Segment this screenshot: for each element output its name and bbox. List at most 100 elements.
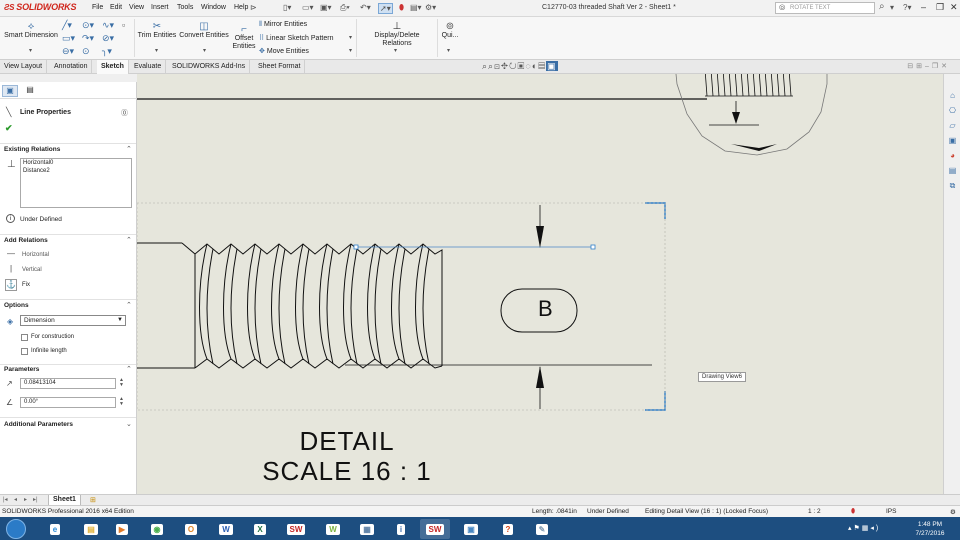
- pattern-dropdown-icon[interactable]: ▾: [349, 35, 353, 41]
- view-window-controls[interactable]: ⊟⊞–❐✕: [907, 62, 950, 70]
- taskbar-app-button[interactable]: W: [211, 519, 241, 539]
- ok-check-icon[interactable]: ✔: [5, 123, 13, 133]
- add-relation-horizontal[interactable]: Horizontal: [22, 252, 50, 258]
- polygon-icon[interactable]: ⊘▾: [102, 33, 115, 43]
- taskbar-app-button[interactable]: ▦: [352, 519, 382, 539]
- tab-solidworks-add-ins[interactable]: SOLIDWORKS Add-Ins: [168, 60, 251, 74]
- taskbar-app-button[interactable]: ✎: [527, 519, 557, 539]
- system-clock[interactable]: 1:48 PM 7/27/2016: [906, 520, 954, 538]
- relation-item[interactable]: Distance2: [23, 168, 50, 174]
- relation-item[interactable]: Horizontal0: [23, 160, 54, 166]
- taskbar-app-button[interactable]: ?: [493, 519, 523, 539]
- parameters-header[interactable]: Parameters: [4, 366, 40, 373]
- view-restore-icon[interactable]: ❐: [931, 63, 942, 70]
- taskbar-app-button[interactable]: ▤: [76, 519, 106, 539]
- view-palette-icon[interactable]: ▣: [948, 136, 957, 145]
- convert-entities-button[interactable]: ◫ Convert Entities: [179, 21, 229, 40]
- existing-relations-list[interactable]: Horizontal0 Distance2: [20, 158, 132, 208]
- taskbar-app-button[interactable]: X: [245, 519, 275, 539]
- menu-view[interactable]: View: [129, 4, 145, 11]
- search-icon[interactable]: ⌕: [879, 1, 885, 12]
- rotate-icon[interactable]: ↻: [508, 61, 518, 71]
- zoom-area-icon[interactable]: ⌕: [488, 61, 495, 71]
- options-dimension-select[interactable]: Dimension▼: [20, 315, 126, 326]
- for-construction-checkbox[interactable]: [21, 334, 28, 341]
- menu-file[interactable]: File: [92, 4, 104, 11]
- add-relation-fix[interactable]: Fix: [22, 282, 30, 288]
- file-explorer-icon[interactable]: ▱: [949, 121, 956, 130]
- appearance-icon[interactable]: ◐: [531, 61, 539, 71]
- help-icon[interactable]: ?▾: [903, 3, 912, 12]
- options-header[interactable]: Options: [4, 302, 29, 309]
- view-tile-icon[interactable]: ⊟: [907, 63, 917, 70]
- menu-insert[interactable]: Insert: [151, 4, 169, 11]
- rebuild-status-icon[interactable]: ⬮: [851, 508, 856, 515]
- pin-icon[interactable]: ⊳: [250, 3, 257, 12]
- view-minimize-icon[interactable]: –: [924, 63, 932, 70]
- tab-annotation[interactable]: Annotation: [50, 60, 93, 74]
- view-split-icon[interactable]: ⊞: [916, 63, 925, 70]
- taskbar-app-button[interactable]: ◉: [142, 519, 172, 539]
- windows-start-icon[interactable]: [6, 519, 26, 539]
- infinite-length-checkbox[interactable]: [21, 348, 28, 355]
- feature-manager-tab-icon[interactable]: ▤: [26, 85, 34, 94]
- file-properties-icon[interactable]: ▤▾: [410, 3, 422, 12]
- pan-icon[interactable]: ✥: [500, 61, 509, 71]
- point-icon[interactable]: ▫: [122, 20, 126, 30]
- tab-evaluate[interactable]: Evaluate: [130, 60, 167, 74]
- hide-show-icon[interactable]: ◌: [525, 61, 532, 71]
- close-button[interactable]: ✕: [950, 2, 958, 12]
- new-document-icon[interactable]: ▯▾: [283, 3, 292, 12]
- quick-snaps-dropdown-icon[interactable]: ▾: [447, 48, 451, 54]
- chevron-down-icon[interactable]: ⌄: [126, 421, 132, 428]
- menu-tools[interactable]: Tools: [177, 4, 194, 11]
- flag-icon[interactable]: ⚑: [853, 525, 862, 532]
- taskbar-app-button[interactable]: ▣: [456, 519, 486, 539]
- offset-entities-button[interactable]: ⌐ Offset Entities: [231, 24, 257, 51]
- search-input[interactable]: ⦾ROTATE TEXT: [775, 2, 875, 14]
- taskbar-app-button[interactable]: SW: [281, 519, 311, 539]
- smart-dimension-button[interactable]: ⟡ Smart Dimension: [3, 21, 59, 40]
- taskbar-app-button[interactable]: SW: [420, 519, 450, 539]
- for-construction-label[interactable]: For construction: [31, 334, 75, 340]
- horizontal-relation-icon[interactable]: —: [7, 249, 15, 258]
- chevron-up-icon[interactable]: ⌃: [126, 237, 132, 244]
- customize-status-icon[interactable]: ⚙: [950, 509, 956, 516]
- rectangle-icon[interactable]: ▭▾: [62, 33, 76, 43]
- detail-letter-label[interactable]: B: [538, 296, 553, 321]
- circle-icon[interactable]: ⊙▾: [82, 20, 95, 30]
- print-icon[interactable]: ⎙▾: [340, 3, 350, 12]
- minimize-button[interactable]: –: [921, 2, 927, 12]
- forum-icon[interactable]: ⧉: [949, 181, 956, 190]
- infinite-length-label[interactable]: Infinite length: [31, 348, 67, 354]
- additional-parameters-header[interactable]: Additional Parameters: [4, 421, 73, 428]
- text-icon[interactable]: ╮▾: [102, 46, 112, 56]
- length-spinner[interactable]: ▲▼: [119, 377, 124, 388]
- chevron-up-icon[interactable]: ⌃: [126, 366, 132, 373]
- chevron-up-icon[interactable]: ⌃: [126, 146, 132, 153]
- network-icon[interactable]: ▦: [861, 525, 871, 532]
- arc-icon[interactable]: ↷▾: [82, 33, 95, 43]
- view-close-icon[interactable]: ✕: [941, 63, 950, 70]
- system-tray[interactable]: ▴⚑▦◂): [848, 524, 880, 532]
- first-sheet-icon[interactable]: |◂: [3, 497, 8, 503]
- property-manager-tab-icon[interactable]: ▣: [2, 85, 18, 97]
- zoom-to-fit-icon[interactable]: ⌕: [482, 61, 489, 71]
- menu-edit[interactable]: Edit: [110, 4, 123, 11]
- graphics-area[interactable]: B Drawing View6 DETAIL SCALE 16 : 1: [137, 74, 943, 494]
- design-library-icon[interactable]: ⎔: [949, 106, 956, 115]
- view-settings-icon[interactable]: ▣: [546, 61, 558, 71]
- line-icon[interactable]: ╱▾: [62, 20, 72, 30]
- unit-system[interactable]: IPS: [886, 508, 897, 515]
- trim-entities-button[interactable]: ✂ Trim Entities: [137, 21, 177, 40]
- chevron-up-icon[interactable]: ⌃: [126, 302, 132, 309]
- angle-input[interactable]: 0.00°: [20, 397, 116, 408]
- trim-dropdown-icon[interactable]: ▾: [155, 48, 159, 54]
- pm-help-icon[interactable]: ⓪: [121, 110, 128, 117]
- spline-icon[interactable]: ∿▾: [102, 20, 115, 30]
- pm-collapse-bar[interactable]: [0, 74, 137, 82]
- tray-expand-icon[interactable]: ▴: [848, 525, 854, 532]
- slot-icon[interactable]: ⊖▾: [62, 46, 75, 56]
- move-dropdown-icon[interactable]: ▾: [349, 48, 353, 54]
